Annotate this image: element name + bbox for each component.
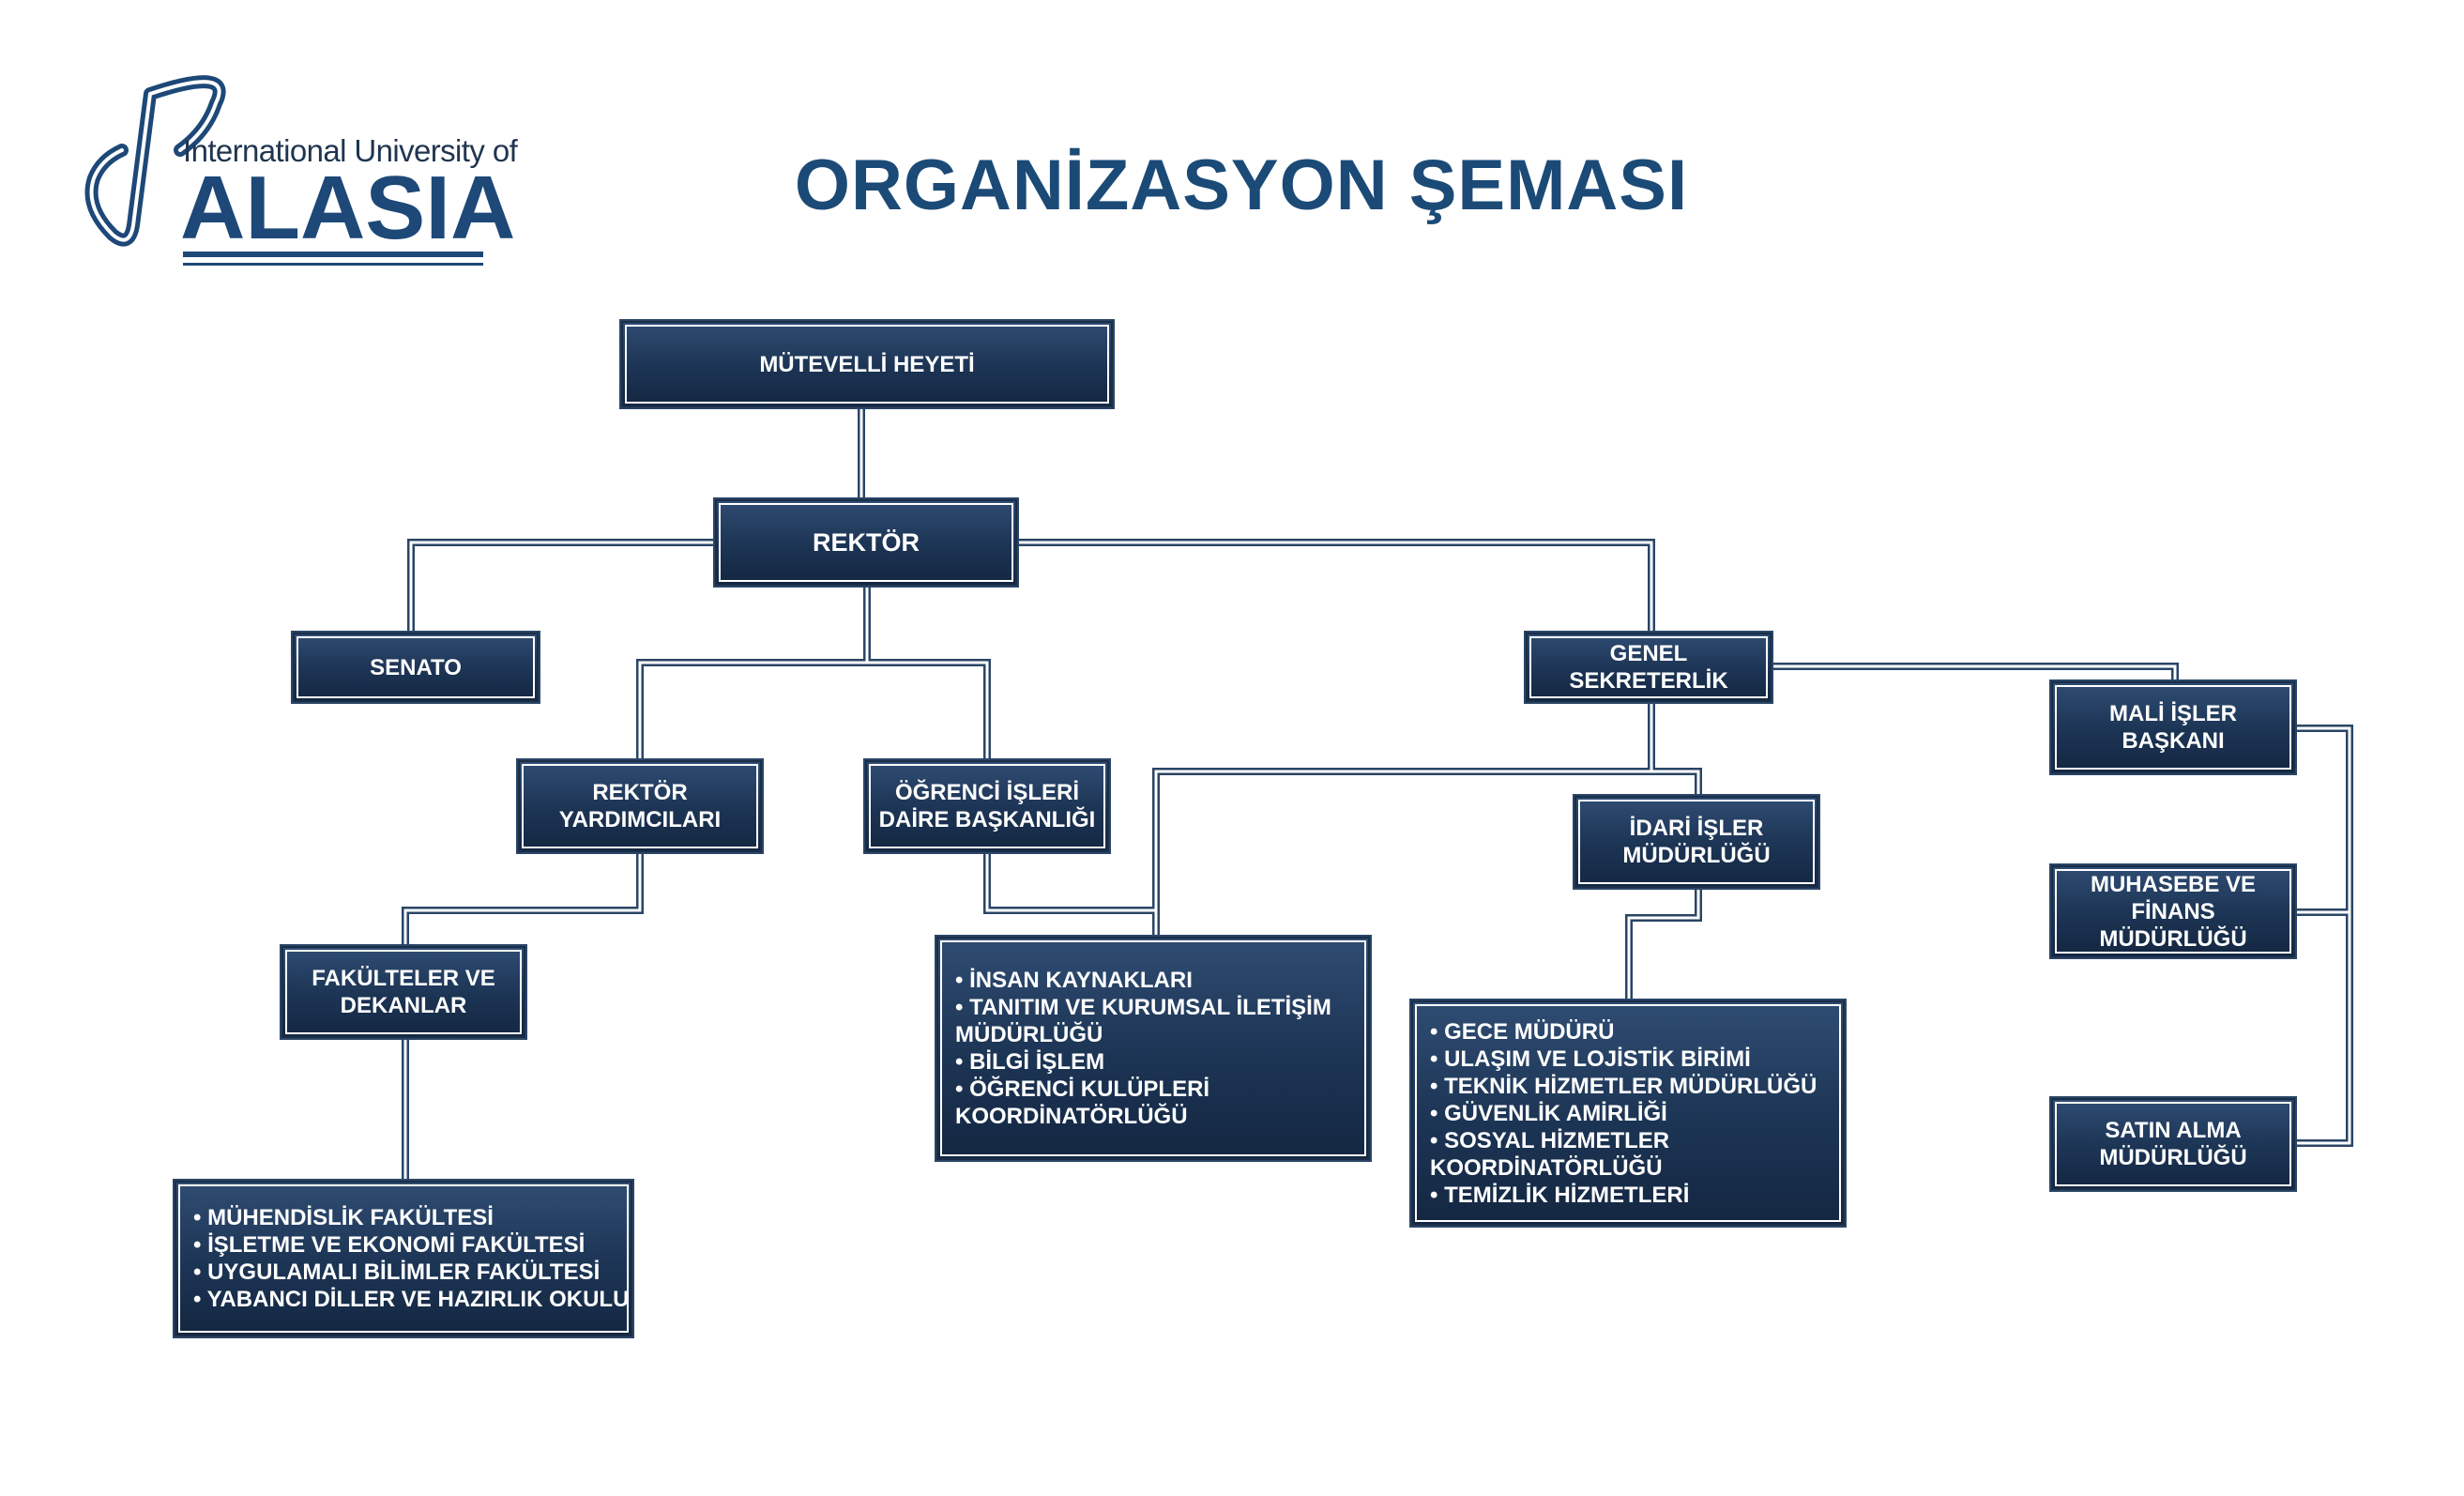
connector-line [1651,768,1702,796]
logo-underline [183,252,483,257]
box-label: SENATO [370,654,462,680]
connector-line [407,539,715,633]
university-logo: International University of ALASIA [75,56,518,282]
list-item: • SOSYAL HİZMETLER KOORDİNATÖRLÜĞÜ [1430,1127,1670,1181]
box-muhasebe-finans: MUHASEBE VE FİNANS MÜDÜRLÜĞÜ [2051,865,2295,957]
box-rektor-yardimcilari: REKTÖR YARDIMCILARI [518,760,762,852]
connector-line [1017,541,1653,633]
connector-line [1772,664,2177,681]
box-satin-alma: SATIN ALMA MÜDÜRLÜĞÜ [2051,1098,2295,1190]
box-fakulteler-dekanlar: FAKÜLTELER VE DEKANLAR [281,946,525,1038]
connector-line [2295,725,2353,1147]
list-item: • GÜVENLİK AMİRLİĞİ [1430,1100,1667,1126]
box-label: MUHASEBE VE FİNANS MÜDÜRLÜĞÜ [2090,871,2257,952]
box-label: MÜTEVELLİ HEYETİ [759,351,975,377]
list-item: • İŞLETME VE EKONOMİ FAKÜLTESİ [193,1232,586,1258]
box-units-list: • İNSAN KAYNAKLARI • TANITIM VE KURUMSAL… [936,937,1370,1160]
connector-line [2295,726,2351,1145]
logo-underline-thin [183,263,483,266]
box-faculties-list: • MÜHENDİSLİK FAKÜLTESİ • İŞLETME VE EKO… [175,1181,632,1336]
box-label: GENEL SEKRETERLİK [1569,641,1728,694]
logo-subtitle: International University of [183,133,518,168]
list-item: • ÖĞRENCİ KULÜPLERİ KOORDİNATÖRLÜĞÜ [955,1076,1210,1129]
box-label: FAKÜLTELER VE DEKANLAR [312,966,495,1018]
box-label: REKTÖR [813,527,920,557]
page-title: ORGANİZASYON ŞEMASI [794,145,1689,225]
list-item: • TEMİZLİK HİZMETLERİ [1430,1182,1690,1208]
box-senato: SENATO [293,633,539,702]
box-label: ÖĞRENCİ İŞLERİ DAİRE BAŞKANLIĞI [878,780,1096,832]
list-item: • TANITIM VE KURUMSAL İLETİŞİM MÜDÜRLÜĞÜ [955,995,1331,1047]
connector-line [403,852,642,946]
box-genel-sekreterlik: GENEL SEKRETERLİK [1526,633,1772,702]
box-label: SATIN ALMA MÜDÜRLÜĞÜ [2099,1118,2247,1170]
connector-line [1651,770,1700,796]
box-ogrenci-isleri: ÖĞRENCİ İŞLERİ DAİRE BAŞKANLIĞI [865,760,1109,852]
logo-wordmark: ALASIA [180,158,516,258]
connector-line [983,852,1156,914]
connector-line [1017,539,1655,633]
box-label: İDARİ İŞLER MÜDÜRLÜĞÜ [1622,816,1771,868]
faculties-list: • MÜHENDİSLİK FAKÜLTESİ • İŞLETME VE EKO… [193,1204,629,1313]
list-item: • GECE MÜDÜRÜ [1430,1018,1615,1045]
box-mali-isler: MALİ İŞLER BAŞKANI [2051,681,2295,773]
list-item: • MÜHENDİSLİK FAKÜLTESİ [193,1205,494,1230]
box-mutevelli-heyeti: MÜTEVELLİ HEYETİ [621,321,1113,407]
connector-line [867,659,991,760]
connector-line [409,541,715,633]
connector-line [402,852,644,946]
connector-line [638,586,869,760]
box-label: MALİ İŞLER BAŞKANI [2109,701,2237,754]
list-item: • UYGULAMALI BİLİMLER FAKÜLTESİ [193,1259,601,1285]
connector-line [1772,663,2179,681]
box-rektor: REKTÖR [715,499,1017,586]
connector-line [867,661,989,760]
connector-line [636,586,871,760]
list-item: • ULAŞIM VE LOJİSTİK BİRİMİ [1430,1046,1751,1072]
list-item: • YABANCI DİLLER VE HAZIRLIK OKULU [193,1287,630,1312]
connector-line [1625,888,1702,1000]
list-item: • BİLGİ İŞLEM [955,1049,1105,1075]
units-list: • İNSAN KAYNAKLARI • TANITIM VE KURUMSAL… [955,967,1331,1130]
box-label: REKTÖR YARDIMCILARI [558,780,722,832]
box-services-list: • GECE MÜDÜRÜ • ULAŞIM VE LOJİSTİK BİRİM… [1411,1000,1845,1226]
list-item: • İNSAN KAYNAKLARI [955,968,1193,993]
connector-line [1154,702,1653,937]
list-item: • TEKNİK HİZMETLER MÜDÜRLÜĞÜ [1430,1073,1818,1099]
connector-line [1627,888,1700,1000]
box-idari-isler: İDARİ İŞLER MÜDÜRLÜĞÜ [1574,796,1818,888]
logo-emblem-icon [84,75,226,247]
connector-line [985,852,1156,912]
services-list: • GECE MÜDÜRÜ • ULAŞIM VE LOJİSTİK BİRİM… [1430,1018,1817,1209]
